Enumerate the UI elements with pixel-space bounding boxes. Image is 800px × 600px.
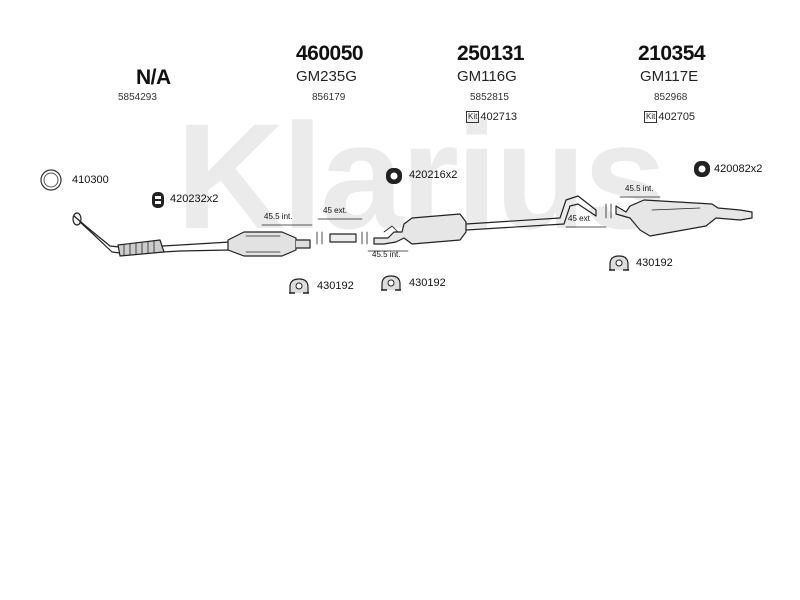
accessory-label: 420216x2 [409, 169, 458, 181]
clamp-icon [289, 278, 309, 294]
dimension-label: 45.5 int. [372, 250, 401, 259]
kit-number: 402705 [658, 111, 696, 123]
section-number: 210354 [638, 42, 706, 65]
section-number: 250131 [457, 42, 525, 65]
kit-number: 402713 [480, 111, 518, 123]
kit-badge: Kit [466, 111, 480, 123]
front-pipe [72, 212, 231, 257]
section-oe: 5852815 [470, 92, 509, 103]
section-number: 460050 [296, 42, 364, 65]
dimension-label: 45 ext. [323, 206, 348, 215]
rubber-hanger-icon [386, 168, 402, 184]
dimension-label: 45.5 int. [264, 212, 293, 221]
rubber-hanger-icon [694, 161, 710, 177]
section-oe: 852968 [654, 92, 688, 103]
section-model: GM117E [640, 68, 699, 85]
accessory-label: 430192 [317, 280, 354, 292]
rear-silencer [605, 199, 753, 237]
intermediate-pipe [316, 231, 368, 245]
dimension-label: 45.5 int. [625, 184, 654, 193]
accessory-label: 430192 [409, 277, 446, 289]
gasket-ring-icon [40, 169, 62, 191]
centre-silencer [373, 195, 597, 245]
catalytic-converter [227, 231, 311, 257]
clamp-icon [609, 255, 629, 271]
section-oe: 5854293 [118, 92, 157, 103]
section-model: GM116G [457, 68, 517, 85]
clamp-icon [381, 275, 401, 291]
section-oe: 856179 [312, 92, 346, 103]
section-number: N/A [136, 66, 171, 89]
kit-badge: Kit [644, 111, 658, 123]
section-model: GM235G [296, 68, 357, 85]
accessory-label: 430192 [636, 257, 673, 269]
dimension-label: 45 ext [568, 214, 590, 223]
accessory-label: 420232x2 [170, 193, 219, 205]
accessory-label: 420082x2 [714, 163, 763, 175]
accessory-label: 410300 [72, 174, 109, 186]
rubber-mount-icon [152, 192, 164, 208]
dimension-lines [261, 196, 661, 252]
